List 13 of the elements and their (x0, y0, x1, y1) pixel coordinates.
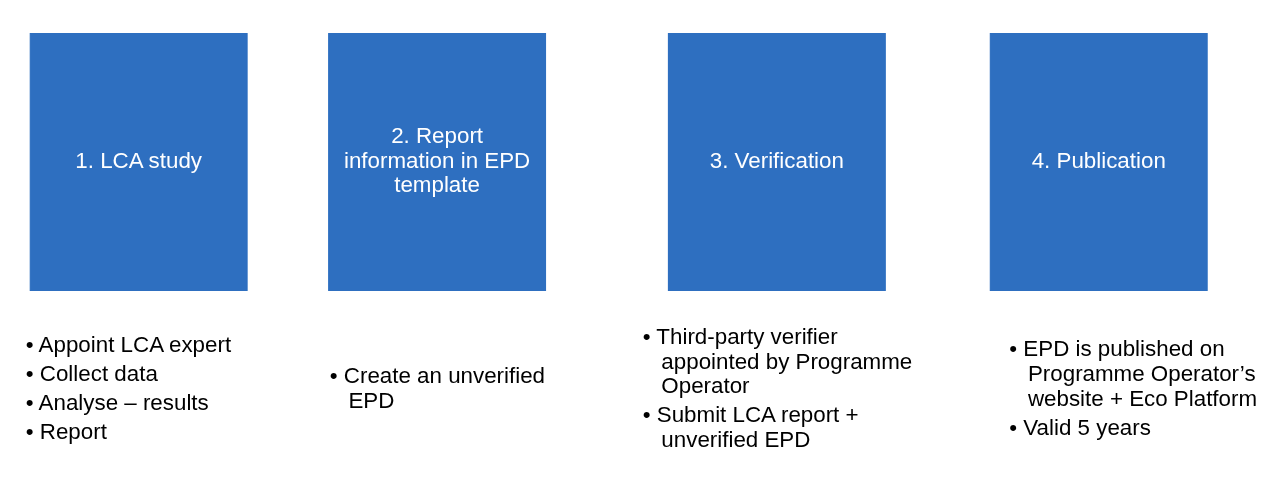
node-label: • Collect data (25, 361, 158, 387)
node-label: • EPD is published on Programme Operator’s website + Eco Platform (1009, 336, 1258, 411)
node-box: 4. Publication (989, 32, 1208, 292)
node-box: 3. Verification (667, 32, 886, 292)
node-label: • Create an unverified EPD (329, 363, 546, 413)
node-label: • Third-party verifier appointed by Programme Operator (642, 324, 913, 399)
node-label: • Analyse – results (25, 390, 209, 416)
node-label: • Valid 5 years (1009, 414, 1151, 440)
node-box: 2. Report information in EPD template (328, 32, 547, 292)
node-box: 1. LCA study (29, 32, 248, 292)
node-label: • Report (25, 419, 107, 445)
node-label: • Appoint LCA expert (25, 332, 232, 357)
node-label: • Submit LCA report + unverified EPD (642, 402, 859, 452)
